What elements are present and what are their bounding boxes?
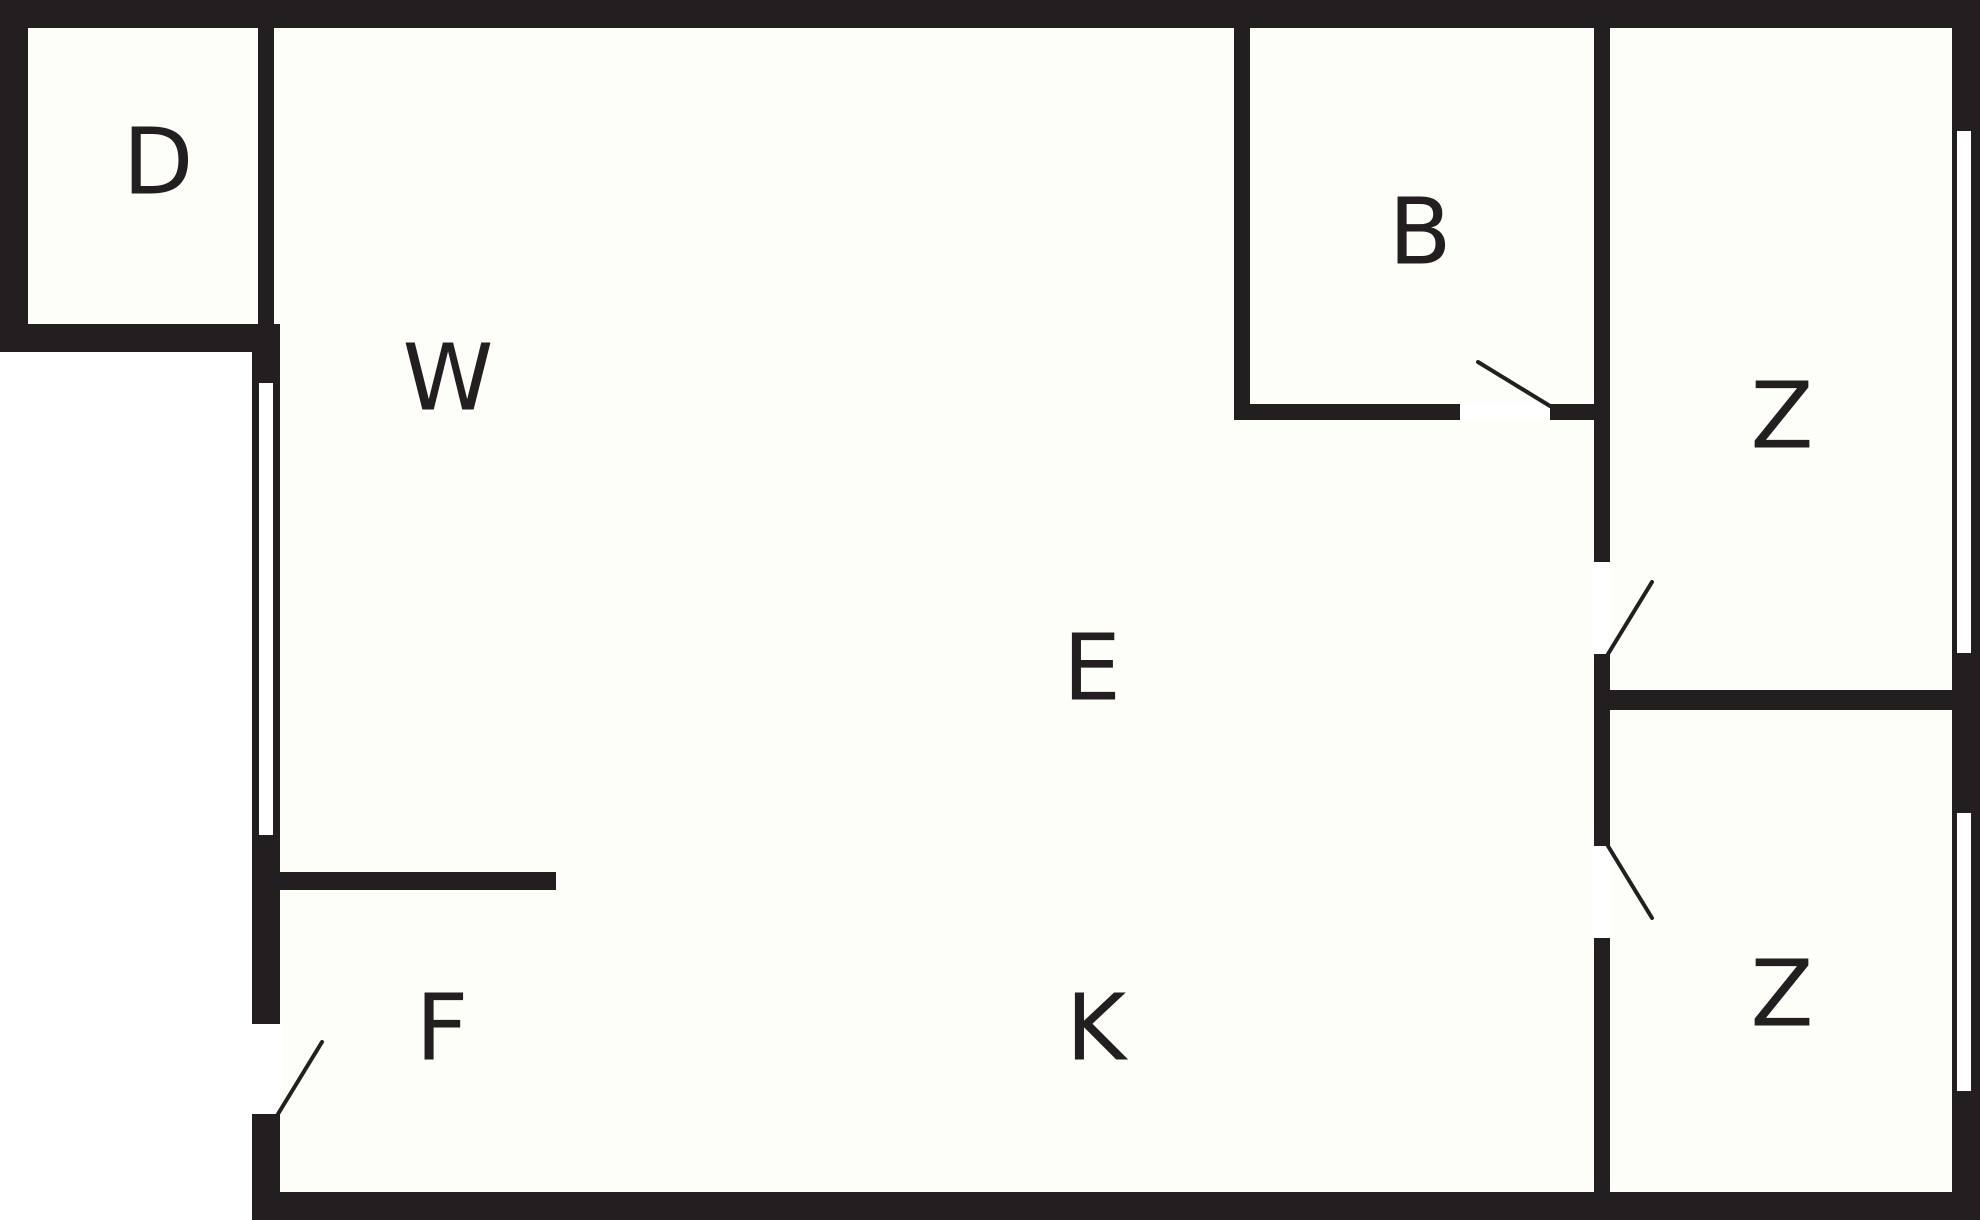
wall-b-left: [1234, 28, 1250, 420]
wall-w-f-partition: [276, 872, 556, 890]
wall-bottom: [252, 1192, 1980, 1220]
door-opening-z2: [1592, 846, 1612, 938]
door-opening-z1: [1592, 562, 1612, 654]
door-leaf-f: [276, 1040, 324, 1116]
window-right-bottom: [1955, 811, 1973, 1093]
room-label-b: B: [1388, 179, 1451, 286]
room-label-f: F: [416, 975, 469, 1082]
door-opening-f: [250, 1024, 282, 1114]
window-left: [257, 381, 275, 837]
room-label-e: E: [1063, 615, 1121, 722]
floor-fill: [14, 14, 1960, 1206]
floor-room-d: [14, 14, 268, 340]
floor-main: [268, 14, 1960, 1206]
room-label-z-lower: Z: [1750, 941, 1813, 1048]
wall-z-divider: [1610, 690, 1956, 710]
wall-bottom-d: [0, 324, 280, 352]
room-label-k: K: [1066, 975, 1129, 1082]
door-leaf-b: [1476, 360, 1552, 408]
wall-left-d: [0, 0, 28, 352]
window-right-top: [1955, 129, 1973, 655]
door-openings: [250, 402, 1612, 1114]
windows: [257, 129, 1973, 1093]
door-opening-b: [1460, 402, 1550, 422]
wall-d-w: [258, 28, 274, 328]
room-labels: D W B Z E Z F K: [123, 109, 1814, 1082]
room-label-w: W: [403, 325, 494, 432]
door-leaf-z2: [1606, 844, 1654, 920]
door-leaves: [276, 360, 1654, 1116]
door-leaf-z1: [1606, 580, 1654, 656]
wall-top: [0, 0, 1980, 28]
room-label-d: D: [123, 109, 194, 216]
room-label-z-upper: Z: [1750, 363, 1813, 470]
